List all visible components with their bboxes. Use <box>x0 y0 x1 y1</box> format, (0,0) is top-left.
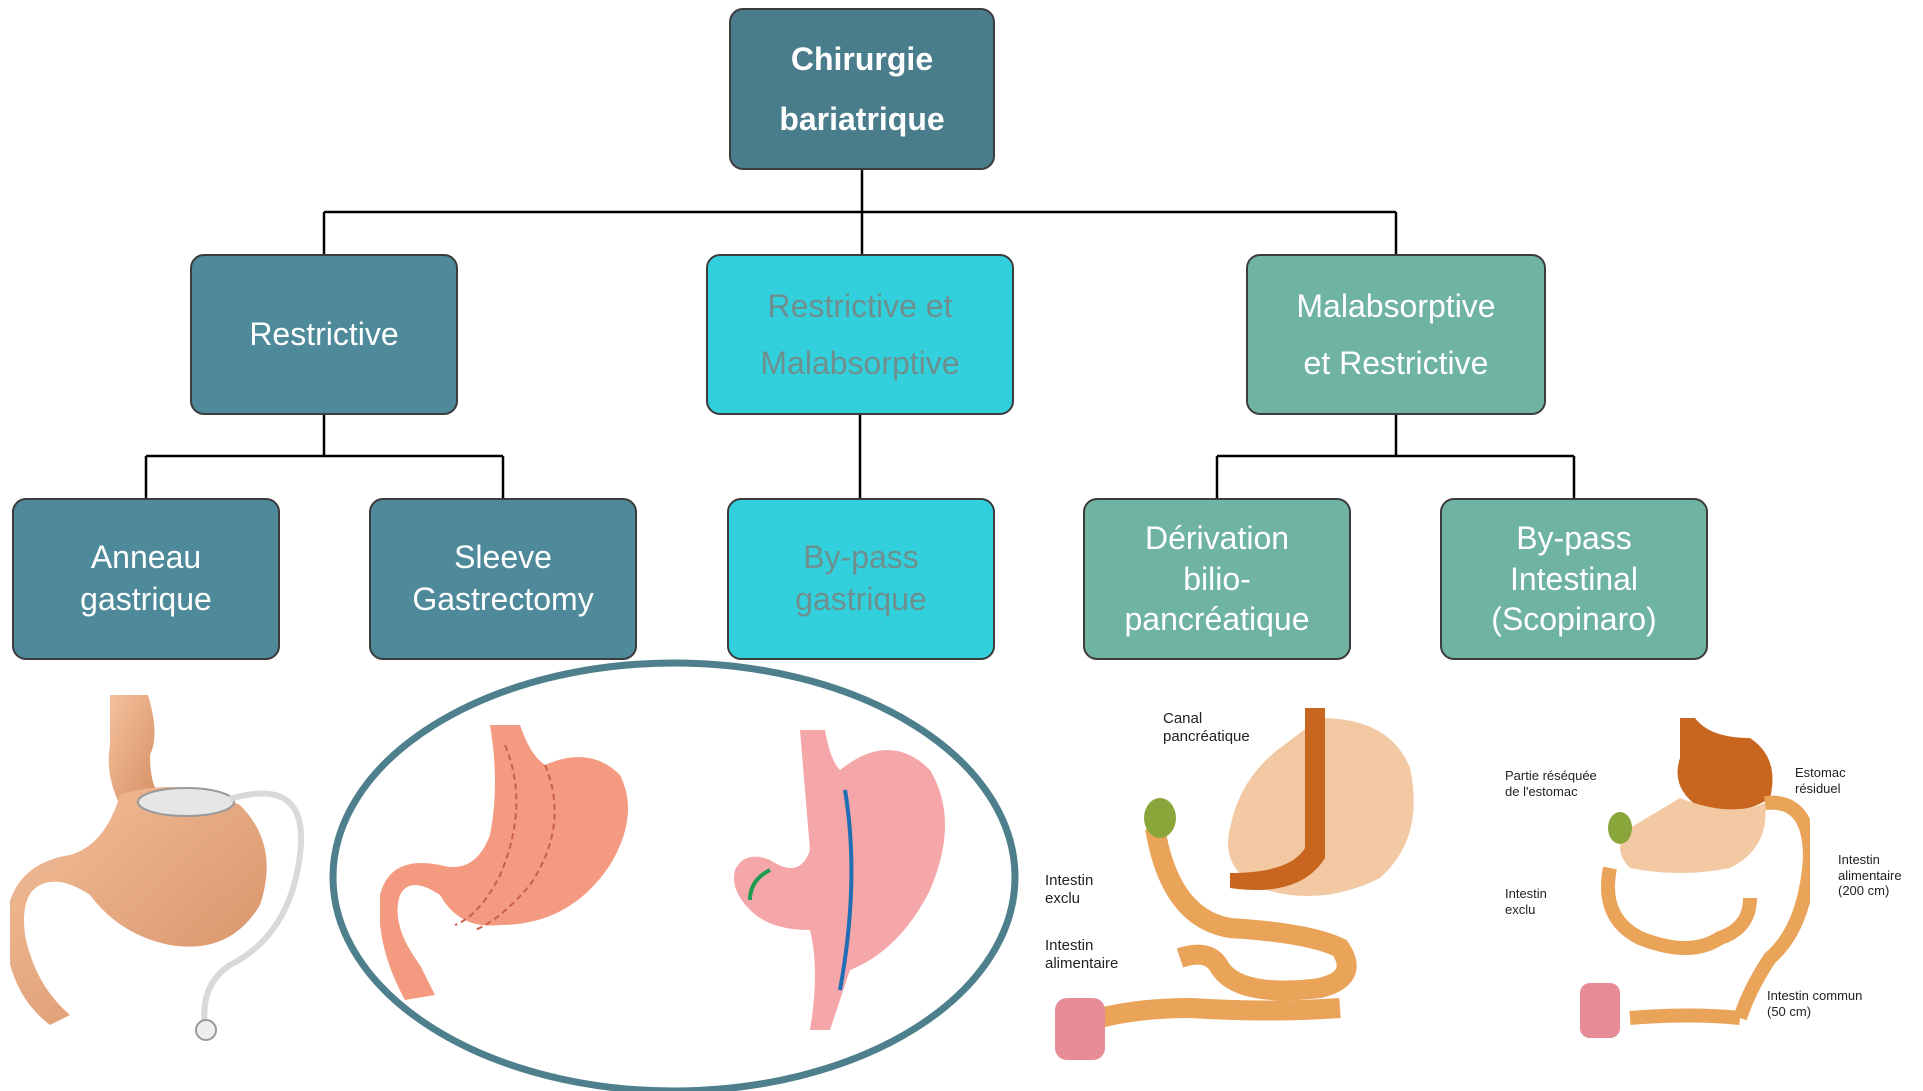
scop-alim-line2: alimentaire <box>1838 868 1902 883</box>
scop-estomac-line1: Estomac <box>1795 765 1846 780</box>
scop-partie-line2: de l'estomac <box>1505 784 1578 799</box>
scop-alim-line3: (200 cm) <box>1838 883 1889 898</box>
bpd-label-canal: Canal pancréatique <box>1163 710 1250 746</box>
bpd-exclu-line1: Intestin <box>1045 872 1093 889</box>
scop-label-partie: Partie réséquée de l'estomac <box>1505 768 1597 799</box>
bpd-exclu-line2: exclu <box>1045 890 1080 907</box>
bpd-canal-line2: pancréatique <box>1163 728 1250 745</box>
scop-estomac-line2: résiduel <box>1795 781 1841 796</box>
scop-label-estomac: Estomac résiduel <box>1795 765 1846 796</box>
scop-label-commun: Intestin commun (50 cm) <box>1767 988 1862 1019</box>
bpd-label-alimentaire: Intestin alimentaire <box>1045 937 1118 973</box>
scop-label-exclu: Intestin exclu <box>1505 886 1547 917</box>
gastric-bypass-illustration <box>730 730 970 1035</box>
biliopancreatic-diversion-illustration <box>1040 708 1420 1068</box>
scop-partie-line1: Partie réséquée <box>1505 768 1597 783</box>
scop-exclu-line1: Intestin <box>1505 886 1547 901</box>
scop-commun-line1: Intestin commun <box>1767 988 1862 1003</box>
bpd-alim-line1: Intestin <box>1045 937 1093 954</box>
sleeve-illustration <box>380 725 650 1000</box>
bpd-alim-line2: alimentaire <box>1045 955 1118 972</box>
scop-commun-line2: (50 cm) <box>1767 1004 1811 1019</box>
bpd-label-exclu: Intestin exclu <box>1045 872 1093 908</box>
scop-exclu-line2: exclu <box>1505 902 1535 917</box>
gastric-band-illustration <box>10 695 310 1055</box>
bpd-canal-line1: Canal <box>1163 710 1202 727</box>
scop-label-alimentaire: Intestin alimentaire (200 cm) <box>1838 852 1902 899</box>
scop-alim-line1: Intestin <box>1838 852 1880 867</box>
